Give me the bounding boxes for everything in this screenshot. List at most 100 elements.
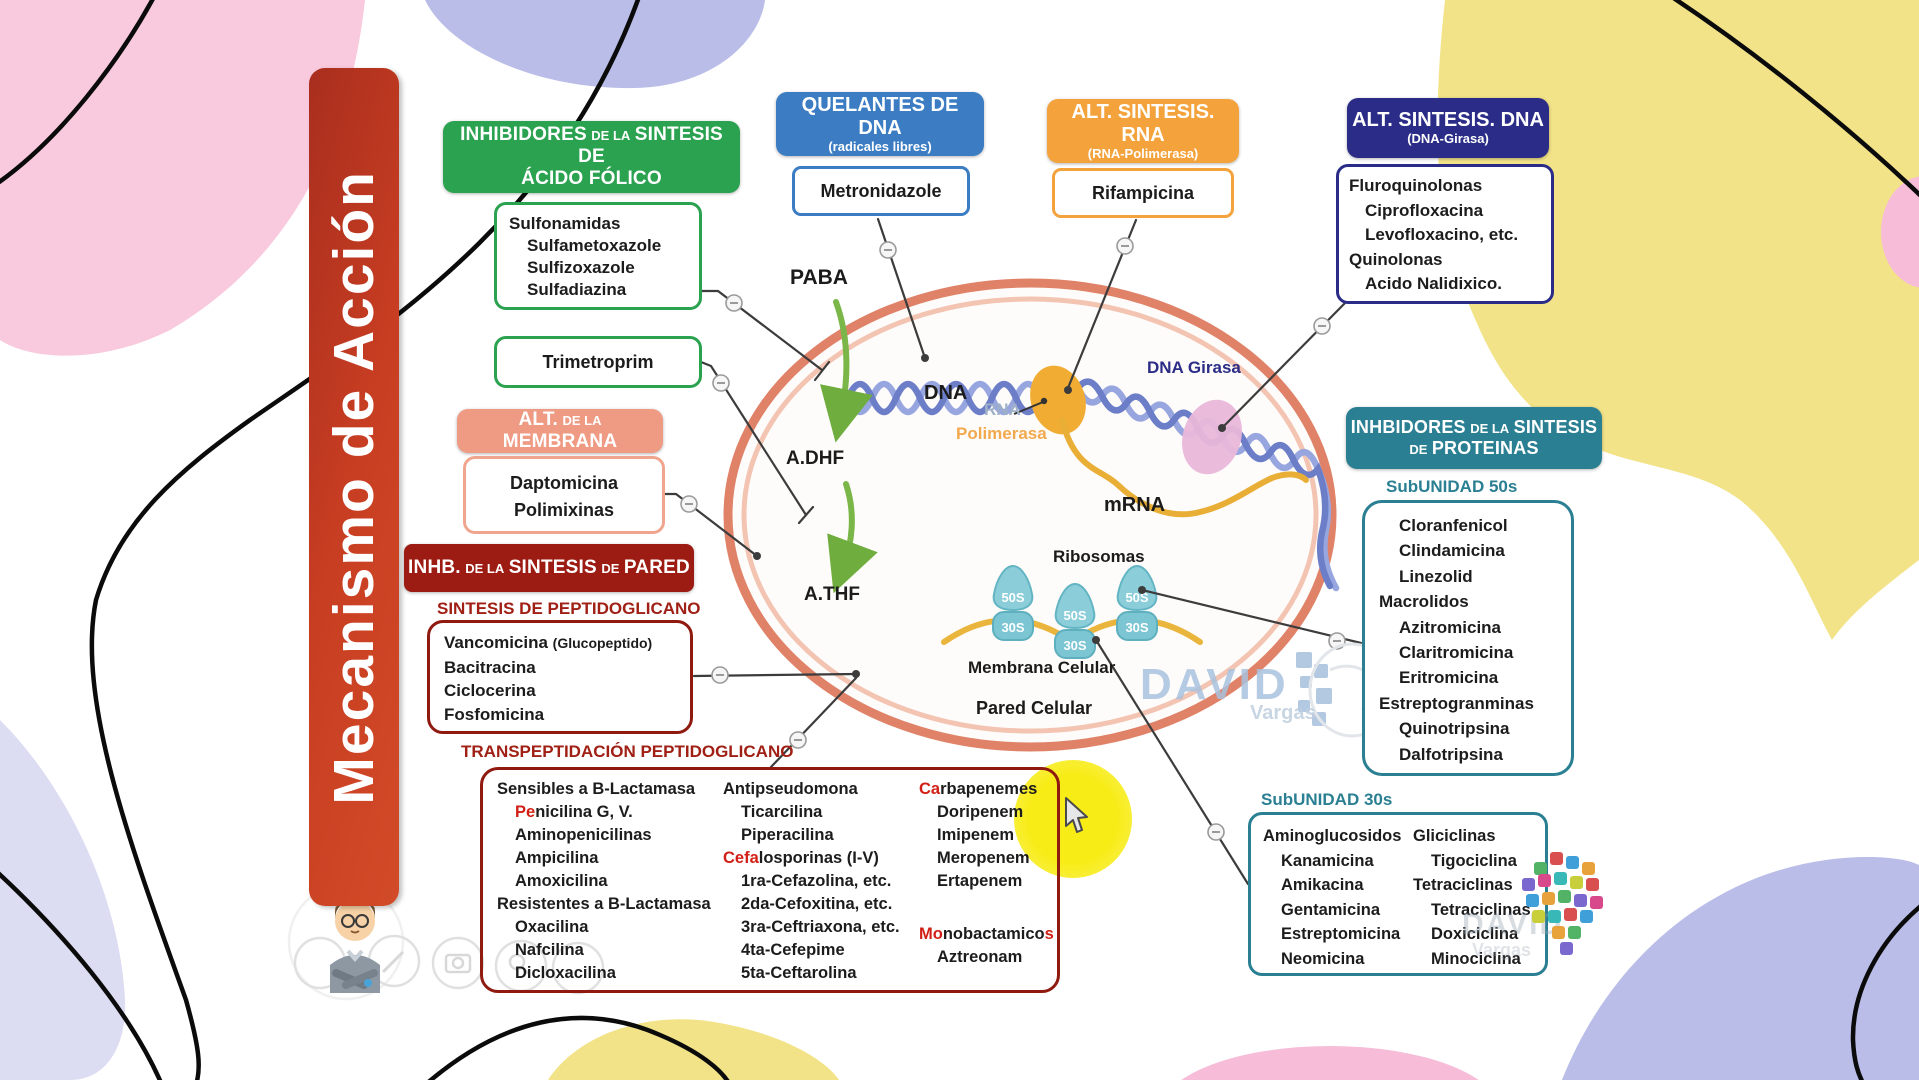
membrana-celular-label: Membrana Celular [968,658,1116,677]
watermark-vargas: Vargas [1250,702,1316,724]
list-item: Quinolonas [1349,249,1443,269]
list-item: Meropenem [937,849,1030,867]
list-item: Eritromicina [1399,668,1499,688]
list-item: Polimixinas [513,500,615,520]
svg-text:30S: 30S [1125,620,1148,635]
list-item: Linezolid [1399,566,1473,586]
list-item: Minociclina [1431,949,1521,968]
rna-label: RNA [984,400,1021,419]
list-item: Claritromicina [1399,643,1514,663]
peptidoglycan-synthesis-label: SINTESIS DE PEPTIDOGLICANO [437,599,701,618]
svg-text:30S: 30S [1063,638,1086,653]
list-item: Piperacilina [741,826,834,844]
list-item: Ciclocerina [444,681,536,700]
list-item: Acido Nalidixico. [1365,274,1502,293]
ribosomas-label: Ribosomas [1053,547,1145,566]
paba-label: PABA [790,266,848,289]
list-item: Carbapenemes [919,780,1038,798]
ribosome: 50S 30S [1116,564,1158,641]
ribosome-mrna [941,617,1203,646]
folic-acid-header: INHIBIDORES DE LA SINTESIS DE ÁCIDO FÓLI… [443,121,740,193]
dna-gyrase-blob [1182,399,1242,475]
list-item: Imipenem [937,826,1015,844]
list-item: Antipseudomona [723,780,858,798]
list-item: Estreptogranminas [1379,693,1534,713]
pared-celular-label: Pared Celular [976,698,1093,718]
polimerasa-label: Polimerasa [956,424,1047,443]
list-item: Gentamicina [1281,900,1381,919]
svg-text:50S: 50S [1125,590,1148,605]
list-item: Tetraciclinas [1431,900,1531,919]
cell-wall-header: INHB. DE LA SINTESIS DE PARED [404,544,694,592]
list-item: Cloranfenicol [1399,516,1508,535]
title-banner: Mecanismo de Acción [309,68,399,906]
alt-dna-header: ALT. SINTESIS. DNA (DNA-Girasa) [1347,98,1549,158]
svg-text:50S: 50S [1063,608,1086,623]
ribosome: 50S 30S [992,564,1034,641]
quelantes-header: QUELANTES DE DNA (radicales libres) [776,92,984,156]
list-item: Bacitracina [444,657,536,677]
list-item: Aztreonam [937,948,1023,966]
athf-label: A.THF [804,584,860,605]
list-item: Macrolidos [1379,592,1469,612]
list-item: Aminoglucosidos [1263,827,1402,845]
adhf-label: A.DHF [786,448,845,469]
list-item: Kanamicina [1281,851,1374,870]
camera-icon [444,953,472,974]
subunit-30s-label: SubUNIDAD 30s [1261,790,1393,809]
list-item: Doripenem [937,803,1024,821]
list-item: Clindamicina [1399,541,1505,561]
list-item: Sulfizoxazole [527,258,635,277]
page-title: Mecanismo de Acción [322,169,386,805]
list-item: Sulfonamidas [509,214,621,233]
list-item: Amoxicilina [515,872,608,890]
list-item: Quinotripsina [1399,719,1510,739]
list-item: Sensibles a B-Lactamasa [497,780,696,798]
subunit-50s-label: SubUNIDAD 50s [1386,477,1518,496]
list-item: Ampicilina [515,849,599,867]
mrna-label: mRNA [1104,494,1166,516]
list-item: Doxiciclina [1431,925,1519,944]
list-item: Sulfametoxazole [527,236,662,255]
svg-text:30S: 30S [1001,620,1024,635]
list-item: 3ra-Ceftriaxona, etc. [741,918,900,936]
list-item: Oxacilina [515,918,589,936]
list-item: Penicilina G, V. [515,803,633,821]
watermark-faint-david: DAVID [1462,908,1564,941]
list-item: Aminopenicilinas [515,826,652,844]
metronidazole-box: Metronidazole [792,166,970,216]
alt-rna-header: ALT. SINTESIS. RNA (RNA-Polimerasa) [1047,99,1239,163]
list-item: Ciprofloxacina [1365,200,1484,220]
list-item: 1ra-Cefazolina, etc. [741,872,892,890]
watermark-faint-vargas: Vargas [1472,940,1532,960]
list-item: Ticarcilina [741,803,823,821]
list-item: Gliciclinas [1413,827,1496,845]
list-item: Estreptomicina [1281,925,1401,944]
list-item: Sulfadiazina [527,280,627,299]
svg-text:50S: 50S [1001,590,1024,605]
list-item: Vancomicina (Glucopeptido) [444,633,653,652]
rifampicina-box: Rifampicina [1052,168,1234,218]
dna-girasa-label: DNA Girasa [1147,358,1241,377]
list-item [919,893,1057,923]
list-item: Resistentes a B-Lactamasa [497,895,711,913]
list-item: Tigociclina [1431,851,1517,870]
list-item: Amikacina [1281,876,1364,895]
ribosome: 50S 30S [1054,582,1096,659]
folate-pathway-arrows [819,299,878,594]
list-item: Monobactamicos [919,925,1054,943]
list-item: Daptomicina [509,473,619,493]
list-item: Fosfomicina [444,704,545,724]
list-item: Ertapenem [937,872,1023,890]
protein-synthesis-header: INHBIDORES DE LA SINTESIS DE PROTEINAS [1346,407,1602,469]
list-item: 2da-Cefoxitina, etc. [741,895,893,913]
